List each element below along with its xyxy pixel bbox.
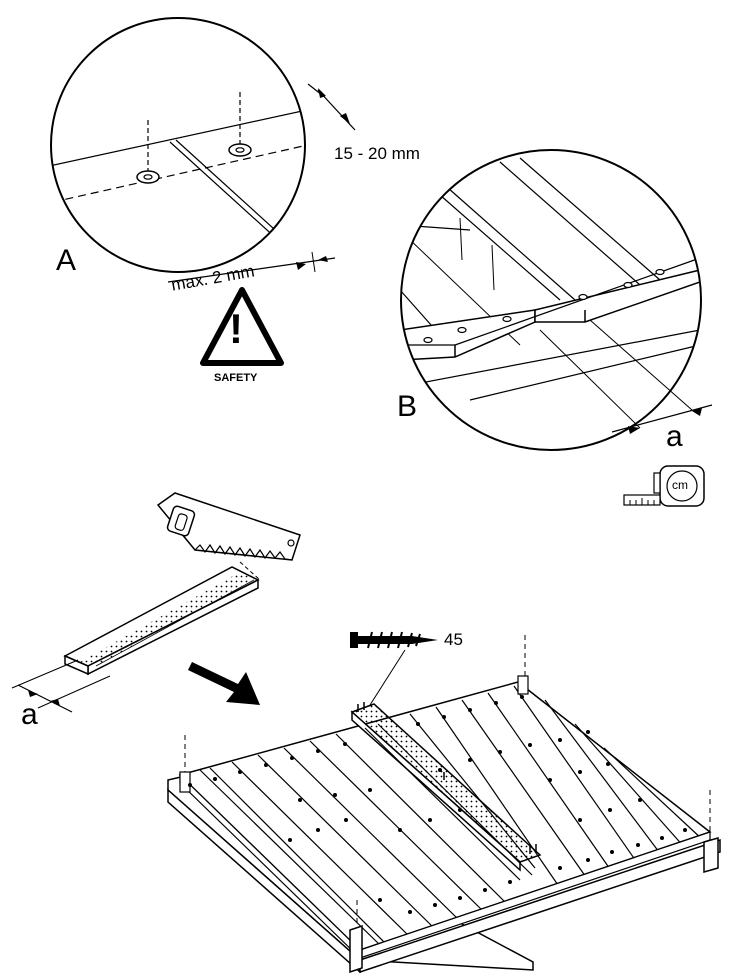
- screw-head-icon: [136, 170, 160, 184]
- screw-dots: [188, 695, 687, 914]
- detail-a-label: A: [56, 244, 77, 277]
- gap-dimension-text: 15 - 20 mm: [334, 144, 420, 163]
- safety-warning-icon: [200, 287, 284, 366]
- cut-length-dimension-marker: [11, 659, 111, 713]
- direction-arrow-icon: [188, 662, 260, 705]
- detail-a-magnifier: [50, 17, 356, 283]
- cut-board: [63, 566, 260, 676]
- detail-b-label: B: [397, 390, 418, 423]
- safety-text: SAFETY: [214, 372, 258, 384]
- overhang-dimension-text: a: [666, 420, 683, 453]
- screw-size-text: 45: [444, 630, 463, 649]
- safety-exclamation: !: [229, 305, 243, 352]
- detail-b-magnifier: [400, 149, 713, 451]
- deck-assembly: [167, 635, 721, 974]
- saw-icon: [156, 492, 301, 581]
- screw-icon: [350, 631, 438, 706]
- screw-head-icon: [228, 143, 252, 157]
- cut-length-text: a: [21, 698, 38, 731]
- deck-boards: [199, 685, 704, 946]
- board-overhang-dimension-marker: [539, 319, 713, 434]
- gap-dimension-marker: [307, 83, 356, 131]
- tape-unit-text: cm: [672, 478, 688, 492]
- max-gap-dimension-marker: [167, 251, 336, 283]
- tape-measure-icon: [623, 465, 705, 507]
